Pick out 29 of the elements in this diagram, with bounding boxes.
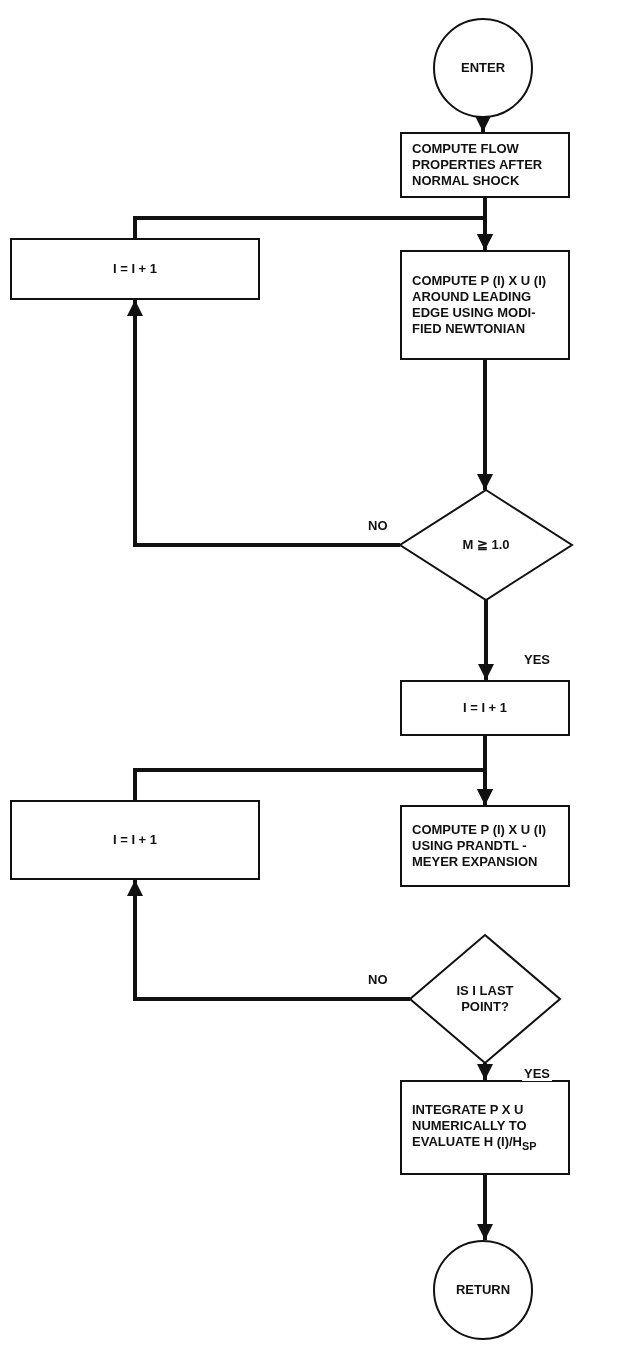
node-label: RETURN xyxy=(455,1281,511,1299)
process-box xyxy=(400,680,570,736)
node-label: I = I + 1 xyxy=(112,260,158,278)
process-box xyxy=(400,132,570,198)
node-label: COMPUTE P (I) X U (I) AROUND LEADING EDGE USING MODI-FIED NEWTONIAN xyxy=(412,272,548,338)
node-label: IS I LAST POINT? xyxy=(455,982,515,1016)
edge-label: NO xyxy=(366,518,390,533)
node-label: COMPUTE FLOW PROPERTIES AFTER NORMAL SHOCK xyxy=(412,140,544,190)
node-label: I = I + 1 xyxy=(112,831,158,849)
node-label: INTEGRATE P X U NUMERICALLY TO EVALUATE H (I)/H$_{SP}$ xyxy=(412,1101,538,1154)
node-label: ENTER xyxy=(460,59,506,77)
edge-label: YES xyxy=(522,652,552,667)
node-label: I = I + 1 xyxy=(462,699,508,717)
edge-label: YES xyxy=(522,1066,552,1081)
arrow xyxy=(127,300,400,547)
process-box xyxy=(10,800,260,880)
arrow xyxy=(477,1175,493,1240)
node-label: M ≧ 1.0 xyxy=(462,536,510,554)
process-box xyxy=(400,250,570,360)
process-box xyxy=(10,238,260,300)
arrow xyxy=(127,880,410,1001)
arrow xyxy=(477,1063,493,1080)
arrow xyxy=(477,360,493,490)
node-label: COMPUTE P (I) X U (I) USING PRANDTL - MEYER EXPANSION xyxy=(412,821,548,871)
edge-label: NO xyxy=(366,972,390,987)
process-box xyxy=(400,1080,570,1175)
arrow xyxy=(478,600,494,680)
process-box xyxy=(400,805,570,887)
arrow xyxy=(475,116,491,132)
